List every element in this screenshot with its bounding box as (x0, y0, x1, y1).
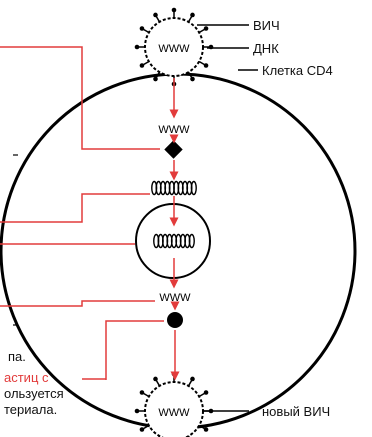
dna-coil-nucleus (153, 233, 195, 249)
virus-spike (155, 380, 161, 387)
virus-spike-tip (139, 26, 145, 31)
virus-top-rna: WWW (158, 43, 190, 55)
rna-released: WWW (158, 124, 190, 136)
dna-coil-loop (190, 180, 197, 196)
hiv-virus-top: WWW (134, 7, 214, 87)
clipped-text-4: териала. (4, 402, 57, 417)
label-cd4-cell: Клетка CD4 (262, 63, 333, 78)
reverse-transcriptase-diamond (164, 140, 183, 159)
virus-spike-tip (190, 376, 195, 382)
clipped-text-3: ользуется (4, 386, 64, 401)
virus-spike-tip (139, 427, 145, 432)
virus-spike-tip (171, 7, 177, 13)
dna-coil-cytoplasm (151, 180, 197, 196)
virus-spike (187, 16, 193, 23)
virus-spike (143, 28, 150, 34)
label-hiv: ВИЧ (253, 18, 280, 33)
virus-spike-tip (139, 63, 145, 68)
virus-spike-tip (153, 12, 158, 18)
virus-spike-tip (134, 44, 140, 50)
virus-spike (198, 424, 205, 430)
virus-spike (198, 28, 205, 34)
virus-spike (198, 60, 205, 66)
clipped-text-2: астиц с (4, 370, 49, 385)
leader-lines (0, 46, 164, 380)
virus-spike-tip (153, 76, 158, 82)
virus-spike (143, 424, 150, 430)
label-new-hiv: новый ВИЧ (262, 404, 330, 419)
hiv-virus-new: WWW (134, 371, 214, 437)
virus-spike-tip (203, 63, 209, 68)
mrna-exported: WWW (159, 292, 191, 304)
dna-coil-loop (188, 233, 195, 249)
virus-spike-tip (203, 26, 209, 31)
virus-spike (143, 392, 150, 398)
label-dna: ДНК (253, 41, 279, 56)
virus-spike-tip (203, 427, 209, 432)
virus-spike (187, 380, 193, 387)
virus-spike-tip (153, 376, 158, 382)
virus-new-rna: WWW (158, 407, 190, 419)
virus-spike (198, 392, 205, 398)
virus-spike-tip (190, 76, 195, 82)
protease-dot (167, 312, 183, 328)
virus-spike-tip (134, 408, 140, 414)
flow-arrows (169, 78, 180, 381)
clipped-text-1: па. (8, 349, 26, 364)
virus-spike-tip (139, 390, 145, 395)
cell-nucleus (135, 203, 211, 279)
right-leaders (197, 24, 258, 412)
virus-spike (155, 16, 161, 23)
virus-spike (187, 71, 193, 78)
virus-spike (143, 60, 150, 66)
virus-spike (155, 71, 161, 78)
virus-spike-tip (203, 390, 209, 395)
virus-spike-tip (190, 12, 195, 18)
